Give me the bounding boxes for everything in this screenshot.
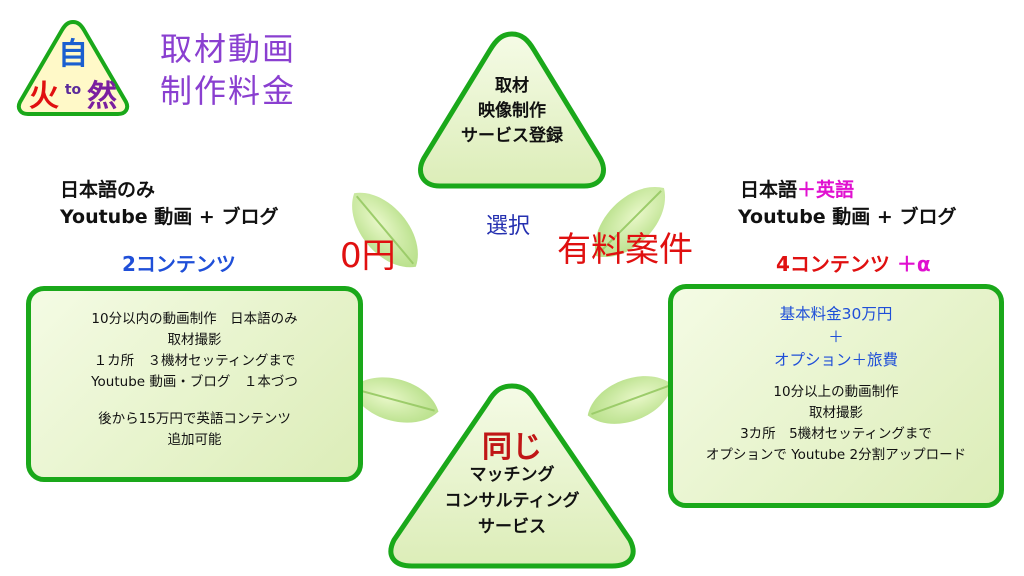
- top-node-line: 映像制作: [478, 101, 546, 121]
- right-content-count: 4コンテンツ ＋α: [776, 248, 931, 277]
- left-box-line: Youtube 動画・ブログ １本づつ: [91, 374, 298, 390]
- left-box-line: 取材撮影: [167, 332, 222, 348]
- top-node-text: 取材 映像制作 サービス登録: [412, 74, 612, 149]
- right-count-extra: ＋α: [896, 252, 931, 276]
- bottom-node-line: マッチング: [469, 465, 555, 485]
- right-heading-2: Youtube 動画 + ブログ: [738, 206, 957, 228]
- leaf-right-top: [594, 186, 666, 258]
- page-title-line2: 制作料金: [160, 72, 297, 110]
- right-box-price: 基本料金30万円: [779, 305, 893, 323]
- top-node-line: 取材: [495, 76, 529, 96]
- left-plan-box: 10分以内の動画制作 日本語のみ 取材撮影 １カ所 ３機材セッティングまで Yo…: [26, 286, 363, 482]
- left-box-line: 後から15万円で英語コンテンツ: [98, 411, 291, 427]
- right-heading-en: ＋英語: [797, 179, 855, 201]
- left-box-line: 追加可能: [167, 432, 222, 448]
- right-box-line: 取材撮影: [809, 405, 863, 421]
- spacer: [31, 393, 358, 409]
- spacer: [673, 372, 999, 382]
- page-title-line1: 取材動画: [160, 30, 297, 68]
- bottom-triangle: [388, 383, 636, 569]
- left-content-count: 2コンテンツ: [122, 252, 236, 276]
- left-box-line: 10分以内の動画制作 日本語のみ: [91, 311, 298, 327]
- top-triangle: [418, 31, 606, 189]
- left-heading-1: 日本語のみ: [60, 179, 156, 201]
- top-node-line: サービス登録: [461, 126, 563, 146]
- bottom-node-text: マッチング コンサルティング サービス: [412, 462, 612, 540]
- bottom-node-emphasis: 同じ: [482, 430, 542, 465]
- logo-emblem: 自 火 to 然: [16, 19, 130, 116]
- logo-char-1: 自: [58, 37, 88, 72]
- right-count-main: 4コンテンツ: [776, 252, 890, 276]
- logo-char-3: to: [65, 82, 82, 98]
- right-box-line: オプションで Youtube 2分割アップロード: [705, 447, 967, 463]
- select-label: 選択: [486, 214, 531, 239]
- logo-char-4: 然: [87, 79, 117, 114]
- right-heading-jp: 日本語: [740, 179, 798, 201]
- right-box-line: 3カ所 5機材セッティングまで: [740, 426, 932, 442]
- right-box-plus: ＋: [828, 328, 844, 346]
- bottom-node-line: コンサルティング: [444, 491, 580, 511]
- bottom-node-line: サービス: [478, 517, 546, 537]
- leaf-right-bottom: [587, 376, 673, 424]
- left-box-line: １カ所 ３機材セッティングまで: [93, 353, 296, 369]
- leaf-left-top: [352, 192, 418, 268]
- right-box-option: オプション＋旅費: [773, 351, 898, 369]
- right-heading-1: 日本語＋英語: [740, 175, 854, 202]
- right-plan-box: 基本料金30万円 ＋ オプション＋旅費 10分以上の動画制作 取材撮影 3カ所 …: [668, 284, 1004, 508]
- left-heading-2: Youtube 動画 + ブログ: [60, 206, 279, 228]
- paid-case-label: 有料案件: [557, 230, 693, 270]
- logo-char-2: 火: [29, 79, 59, 114]
- leaf-left-bottom: [351, 377, 439, 423]
- free-price-label: 0円: [340, 236, 396, 276]
- right-box-line: 10分以上の動画制作: [773, 384, 899, 400]
